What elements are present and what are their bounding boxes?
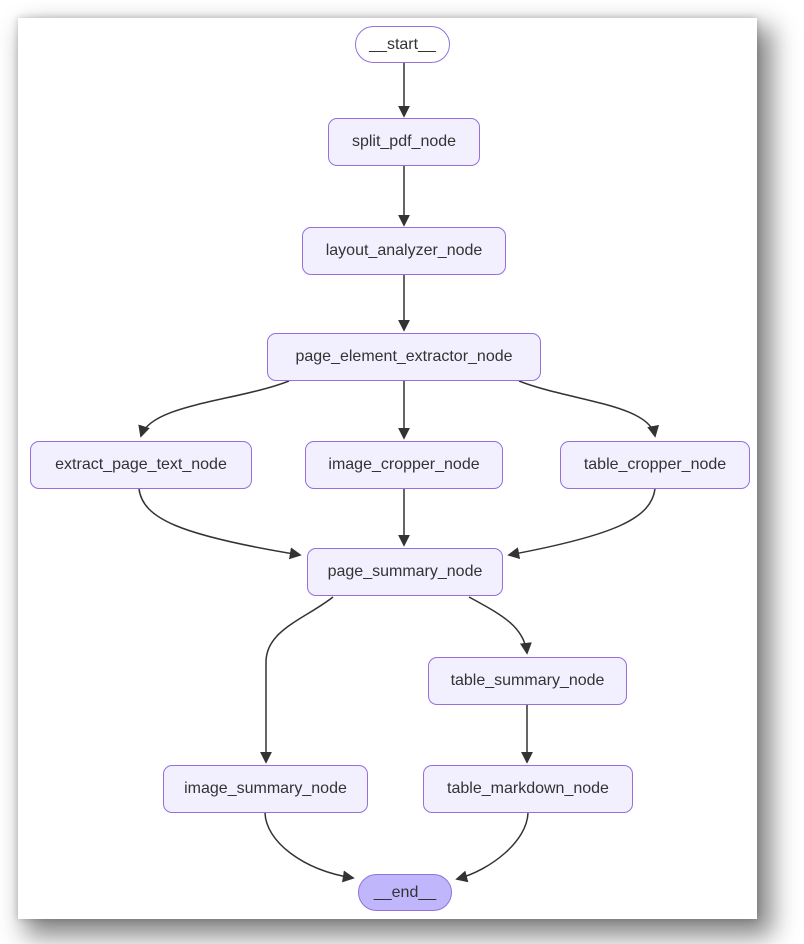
edge-table-markdown-to-end (455, 812, 529, 883)
node-layout-analyzer: layout_analyzer_node (302, 227, 506, 275)
edge-extractor-to-table-cropper (518, 380, 659, 438)
edge-page-summary-to-image-summary (260, 596, 334, 764)
node-image-summary: image_summary_node (163, 765, 368, 813)
node-end: __end__ (358, 874, 452, 911)
node-start: __start__ (355, 26, 450, 63)
diagram-page: __start__ split_pdf_node layout_analyzer… (18, 18, 757, 919)
node-image-cropper: image_cropper_node (305, 441, 503, 489)
node-extract-page-text: extract_page_text_node (30, 441, 252, 489)
edge-image-summary-to-end (264, 812, 355, 883)
node-table-summary: table_summary_node (428, 657, 627, 705)
edge-table-cropper-to-page-summary (507, 488, 656, 560)
edges-layer (138, 63, 659, 883)
edge-extractor-to-extract-text (138, 380, 290, 438)
node-split-pdf: split_pdf_node (328, 118, 480, 166)
node-page-summary: page_summary_node (307, 548, 503, 596)
node-table-cropper: table_cropper_node (560, 441, 750, 489)
node-page-element-extractor: page_element_extractor_node (267, 333, 541, 381)
edge-extract-text-to-page-summary (138, 488, 302, 560)
edge-page-summary-to-table-summary (468, 596, 532, 655)
node-table-markdown: table_markdown_node (423, 765, 633, 813)
